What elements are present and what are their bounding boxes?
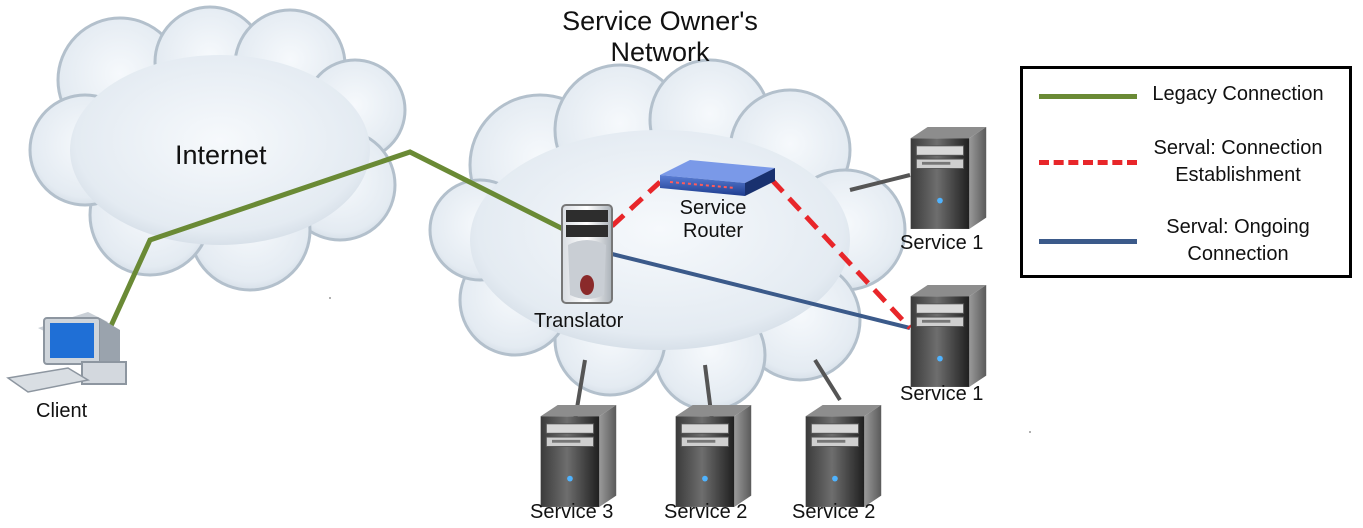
legend-text-legacy: Legacy Connection: [1127, 81, 1349, 108]
legend-text-ongoing: Serval: Ongoing Connection: [1127, 214, 1349, 268]
internet-cloud: [28, 5, 407, 292]
internet-label: Internet: [175, 140, 267, 170]
service1-mid-label: Service 1: [900, 383, 984, 405]
server-service3-icon: [540, 404, 617, 507]
service1-top-label: Service 1: [900, 232, 984, 254]
translator-label: Translator: [534, 310, 624, 332]
service-router-icon: [660, 160, 775, 196]
legend-swatch-establishment: [1039, 160, 1137, 165]
legacy-connection-line: [107, 149, 567, 330]
legend-establishment-line1: Serval: Connection: [1153, 137, 1323, 159]
legend: Legacy Connection Serval: Connection Est…: [1020, 66, 1352, 278]
diagram-title: Service Owner's Network: [520, 6, 800, 68]
title-line1: Service Owner's: [562, 6, 758, 36]
legend-ongoing-line2: Connection: [1187, 243, 1289, 265]
service2a-label: Service 2: [664, 501, 748, 523]
client-computer-icon: [6, 312, 127, 393]
server-service1-mid-icon: [910, 284, 987, 387]
translator-icon: [561, 204, 613, 304]
legend-ongoing-line1: Serval: Ongoing: [1166, 216, 1310, 238]
server-service1-top-icon: [910, 126, 987, 229]
service3-label: Service 3: [530, 501, 614, 523]
legend-legacy-line1: Legacy Connection: [1152, 83, 1324, 105]
legend-swatch-ongoing: [1039, 239, 1137, 244]
ongoing-connection-line: [611, 252, 911, 330]
server-service2b-icon: [805, 404, 882, 507]
stray-dot: [1029, 431, 1031, 433]
legend-text-establishment: Serval: Connection Establishment: [1127, 135, 1349, 189]
server-service2a-icon: [675, 404, 752, 507]
client-label: Client: [36, 400, 88, 422]
establishment-connection-line: [610, 180, 662, 228]
service-router-label-line2: Router: [682, 220, 744, 242]
stray-dot: [329, 297, 331, 299]
service-router-label: Service Router: [668, 197, 758, 243]
service-router-label-line1: Service: [679, 197, 747, 219]
title-line2: Network: [610, 37, 710, 68]
service2b-label: Service 2: [792, 501, 876, 523]
legend-swatch-legacy: [1039, 94, 1137, 99]
legend-establishment-line2: Establishment: [1175, 164, 1301, 186]
establishment-connection-line-2: [770, 178, 912, 330]
